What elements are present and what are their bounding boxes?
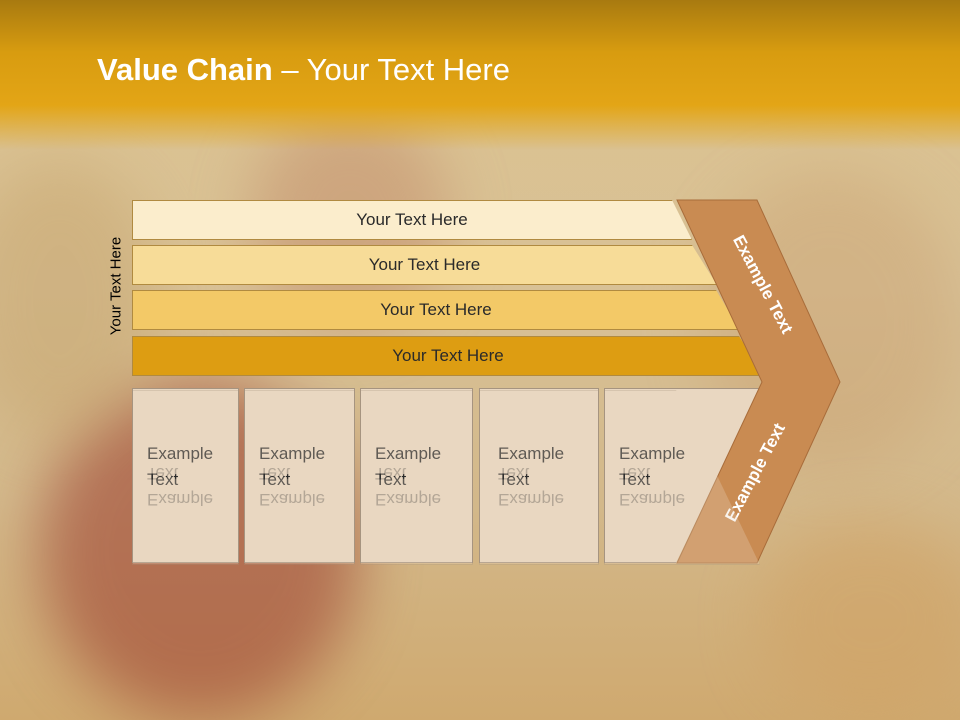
- box-2-line2: Text: [259, 470, 291, 489]
- title-rest: – Your Text Here: [272, 52, 510, 87]
- page-title: Value Chain – Your Text Here: [97, 52, 510, 88]
- bar-3[interactable]: Your Text Here: [132, 290, 740, 330]
- title-bold: Value Chain: [97, 52, 273, 87]
- box-1-line2: Text: [147, 470, 179, 489]
- box-2-line1: Example: [259, 444, 326, 463]
- bar-1-label: Your Text Here: [356, 210, 468, 229]
- bar-4-label: Your Text Here: [392, 346, 504, 365]
- box-5-line1: Example: [619, 444, 686, 463]
- box-5-line2: Text: [619, 470, 651, 489]
- bar-4[interactable]: Your Text Here: [132, 336, 764, 376]
- header-band: [0, 0, 960, 150]
- box-4-line1: Example: [498, 444, 565, 463]
- bar-2[interactable]: Your Text Here: [132, 245, 717, 285]
- box-4-line2: Text: [498, 470, 530, 489]
- box-1-line1: Example: [147, 444, 214, 463]
- bar-3-label: Your Text Here: [380, 300, 492, 319]
- box-3-line2: Text: [375, 470, 407, 489]
- bar-2-label: Your Text Here: [368, 255, 481, 274]
- box-3-line1: Example: [375, 444, 442, 463]
- bar-1[interactable]: Your Text Here: [132, 200, 692, 240]
